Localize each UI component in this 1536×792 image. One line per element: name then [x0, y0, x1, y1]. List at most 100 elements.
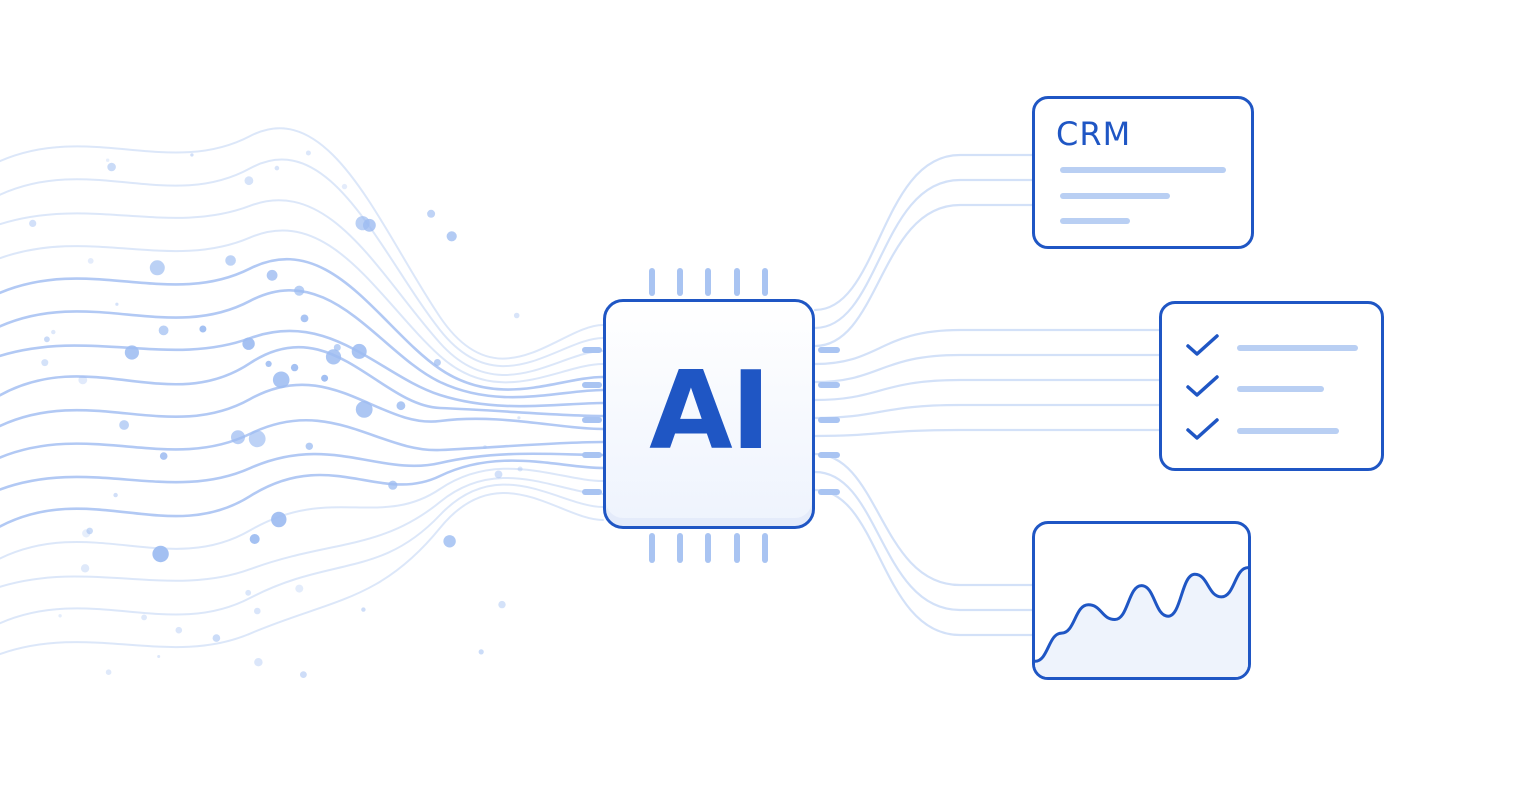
data-particle — [242, 337, 255, 350]
data-particle — [333, 344, 341, 351]
ai-chip-label: AI — [649, 349, 771, 474]
input-stream-line — [0, 467, 604, 560]
output-connections — [813, 153, 1161, 637]
output-connector-line — [813, 488, 1034, 637]
input-stream-line — [0, 257, 605, 391]
chip-pin-left — [582, 347, 602, 353]
crm-card: CRM — [1032, 96, 1254, 249]
chip-pin-top — [649, 268, 655, 296]
data-particle — [149, 260, 165, 276]
data-particle — [427, 209, 436, 218]
data-particle — [305, 442, 313, 450]
input-stream-line — [0, 452, 605, 491]
data-particle — [44, 336, 50, 343]
data-particle — [361, 607, 366, 612]
data-particle — [396, 401, 406, 411]
ai-chip: AI — [603, 299, 815, 529]
data-particle — [190, 153, 194, 157]
chip-pin-top — [762, 268, 768, 296]
data-particle — [494, 470, 503, 479]
data-particle — [266, 269, 278, 281]
data-particle — [443, 535, 456, 548]
chip-pin-bottom — [677, 533, 683, 563]
output-connector-line — [813, 178, 1034, 330]
data-particle — [271, 511, 287, 528]
data-particle — [58, 614, 62, 618]
chip-pin-top — [734, 268, 740, 296]
data-particle — [199, 325, 207, 333]
output-connector-line — [813, 203, 1034, 348]
data-particle — [517, 466, 523, 472]
input-data-particles — [29, 150, 523, 678]
data-particle — [231, 430, 245, 445]
chip-pin-bottom — [762, 533, 768, 563]
data-particle — [305, 150, 311, 156]
checklist-line-1 — [1237, 345, 1358, 351]
chip-pin-right — [818, 382, 840, 388]
chip-pin-right — [818, 417, 840, 423]
data-particle — [325, 349, 342, 365]
chip-pin-bottom — [734, 533, 740, 563]
data-particle — [212, 634, 221, 642]
data-particle — [105, 669, 112, 675]
data-particle — [388, 480, 398, 490]
data-particle — [51, 329, 56, 335]
chip-pin-top — [677, 268, 683, 296]
data-particle — [341, 183, 348, 190]
chip-pin-left — [582, 452, 602, 458]
data-particle — [113, 492, 118, 498]
checkmark-icon — [1186, 334, 1219, 356]
data-particle — [478, 649, 484, 655]
output-connector-line — [813, 153, 1034, 312]
data-particle — [274, 165, 280, 171]
data-particle — [29, 219, 37, 227]
trend-line — [1035, 566, 1248, 663]
input-stream-line — [0, 459, 605, 528]
data-particle — [245, 589, 252, 596]
chip-pin-top — [705, 268, 711, 296]
data-particle — [175, 626, 183, 634]
input-stream-line — [0, 229, 604, 384]
chip-pin-right — [818, 452, 840, 458]
data-particle — [272, 371, 290, 389]
data-particle — [295, 584, 304, 593]
data-particle — [249, 534, 260, 544]
data-particle — [294, 285, 305, 296]
chip-pins — [582, 268, 840, 563]
data-particle — [300, 314, 309, 323]
chip-pin-left — [582, 489, 602, 495]
input-stream-line — [0, 199, 604, 376]
data-particle — [351, 343, 367, 359]
output-connector-line — [813, 470, 1034, 612]
data-particle — [517, 416, 521, 420]
data-particle — [152, 545, 169, 563]
data-particle — [124, 345, 139, 360]
data-particle — [446, 231, 457, 242]
data-particle — [115, 302, 119, 306]
data-particle — [321, 374, 329, 382]
output-connector-line — [813, 403, 1161, 420]
data-particle — [78, 375, 88, 385]
data-particle — [290, 363, 299, 372]
input-stream-line — [0, 483, 604, 625]
output-connector-line — [813, 378, 1161, 402]
data-particle — [159, 452, 168, 460]
data-particle — [86, 527, 93, 535]
chip-pin-right — [818, 347, 840, 353]
output-connector-line — [813, 452, 1034, 587]
input-data-streams — [0, 127, 605, 656]
crm-card-title: CRM — [1056, 115, 1132, 153]
checklist-line-2 — [1237, 386, 1324, 392]
chip-pin-right — [818, 489, 840, 495]
input-stream-line — [0, 477, 604, 588]
input-stream-line — [0, 158, 604, 368]
data-particle — [498, 600, 506, 609]
data-particle — [483, 445, 487, 449]
data-particle — [119, 420, 129, 430]
data-particle — [355, 216, 370, 231]
crm-line-3 — [1060, 218, 1130, 224]
checklist-card — [1159, 301, 1384, 471]
input-stream-line — [0, 127, 604, 360]
data-particle — [41, 359, 49, 367]
